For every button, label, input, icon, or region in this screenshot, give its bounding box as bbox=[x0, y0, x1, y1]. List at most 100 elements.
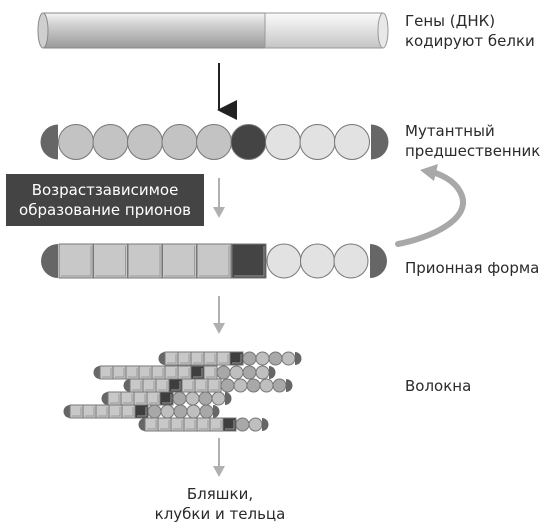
bead bbox=[173, 404, 188, 419]
cube-edge bbox=[145, 381, 155, 391]
bead bbox=[255, 351, 270, 366]
feedback-curved-arrow bbox=[395, 164, 466, 247]
end-cap bbox=[123, 379, 130, 392]
arrow-down-light-2 bbox=[213, 296, 225, 334]
cube bbox=[58, 243, 94, 279]
bead bbox=[186, 404, 201, 419]
bead bbox=[272, 378, 287, 393]
cube-edge bbox=[164, 246, 195, 277]
cube-edge bbox=[160, 420, 170, 430]
end-cap bbox=[371, 124, 389, 160]
cube-edge bbox=[102, 368, 112, 378]
cube-edge bbox=[199, 420, 209, 430]
cube-edge bbox=[124, 407, 134, 417]
cube bbox=[93, 243, 128, 279]
end-cap bbox=[158, 352, 165, 365]
cube-edge bbox=[225, 420, 235, 430]
cube-edge bbox=[111, 407, 121, 417]
bead bbox=[235, 417, 250, 432]
cube-edge bbox=[206, 354, 216, 364]
cube-edge bbox=[123, 394, 133, 404]
process-label-line-2: образование прионов bbox=[19, 201, 191, 219]
cube-edge bbox=[206, 368, 216, 378]
bead bbox=[242, 351, 257, 366]
bead bbox=[266, 243, 302, 279]
plaques-label-line-2: клубки и тельца bbox=[154, 505, 286, 523]
end-cap bbox=[101, 392, 108, 405]
end-cap bbox=[370, 244, 387, 278]
mutant-precursor-chain bbox=[40, 124, 389, 160]
end-cap bbox=[138, 418, 145, 431]
cube bbox=[162, 243, 197, 279]
cube-edge bbox=[173, 420, 183, 430]
bead bbox=[58, 124, 94, 160]
cube-edge bbox=[180, 354, 190, 364]
bead bbox=[242, 365, 257, 380]
cube-edge bbox=[154, 368, 164, 378]
cube-edge bbox=[130, 246, 161, 277]
bead bbox=[172, 391, 187, 406]
fibrils-cluster bbox=[63, 351, 302, 432]
cube-edge bbox=[110, 394, 120, 404]
genes-label-line-2: кодируют белки bbox=[405, 32, 535, 50]
cube-edge bbox=[95, 246, 126, 277]
bead bbox=[92, 124, 129, 160]
cube-edge bbox=[141, 368, 151, 378]
cube bbox=[231, 243, 267, 279]
cube-edge bbox=[147, 420, 157, 430]
cube-edge bbox=[171, 381, 181, 391]
bead bbox=[147, 404, 162, 419]
bead bbox=[216, 365, 231, 380]
plaques-label-line-1: Бляшки, bbox=[186, 485, 254, 503]
end-cap bbox=[262, 418, 269, 431]
bead bbox=[160, 404, 175, 419]
end-cap bbox=[225, 392, 232, 405]
process-label-line-1: Возрастзависимое bbox=[31, 181, 179, 199]
bead bbox=[211, 391, 226, 406]
cube-edge bbox=[167, 368, 177, 378]
cube-edge bbox=[162, 394, 172, 404]
bead bbox=[229, 365, 244, 380]
cube-edge bbox=[132, 381, 142, 391]
bead bbox=[300, 243, 335, 279]
bead bbox=[265, 124, 301, 160]
cube-edge bbox=[158, 381, 168, 391]
cube-edge bbox=[186, 420, 196, 430]
prion-form-chain bbox=[41, 243, 387, 279]
cube bbox=[127, 243, 163, 279]
cube-edge bbox=[193, 368, 203, 378]
cube-edge bbox=[234, 246, 265, 277]
cube-edge bbox=[128, 368, 138, 378]
bead bbox=[161, 124, 198, 160]
cube-edge bbox=[149, 394, 159, 404]
cube-edge bbox=[232, 354, 242, 364]
cube-edge bbox=[193, 354, 203, 364]
cube-edge bbox=[72, 407, 82, 417]
end-cap bbox=[40, 124, 58, 160]
cube-edge bbox=[210, 381, 220, 391]
end-cap bbox=[63, 405, 70, 418]
cube-edge bbox=[115, 368, 125, 378]
arrow-down-light-3 bbox=[213, 438, 225, 477]
bead bbox=[334, 124, 370, 160]
arrow-down-light bbox=[213, 178, 225, 218]
bead bbox=[299, 124, 336, 160]
bead bbox=[199, 404, 214, 419]
bead bbox=[248, 417, 263, 432]
bead bbox=[185, 391, 200, 406]
bead bbox=[233, 378, 248, 393]
cube-edge bbox=[98, 407, 108, 417]
cube-edge bbox=[212, 420, 222, 430]
plaques-label: Бляшки, клубки и тельца bbox=[0, 484, 440, 524]
bead bbox=[268, 351, 283, 366]
end-cap bbox=[213, 405, 220, 418]
bead bbox=[333, 243, 369, 279]
cube-edge bbox=[61, 246, 92, 277]
bead bbox=[198, 391, 213, 406]
cube-edge bbox=[219, 354, 229, 364]
cube bbox=[196, 243, 232, 279]
end-cap bbox=[269, 366, 276, 379]
genes-label: Гены (ДНК) кодируют белки bbox=[405, 11, 535, 51]
bead bbox=[127, 124, 163, 160]
